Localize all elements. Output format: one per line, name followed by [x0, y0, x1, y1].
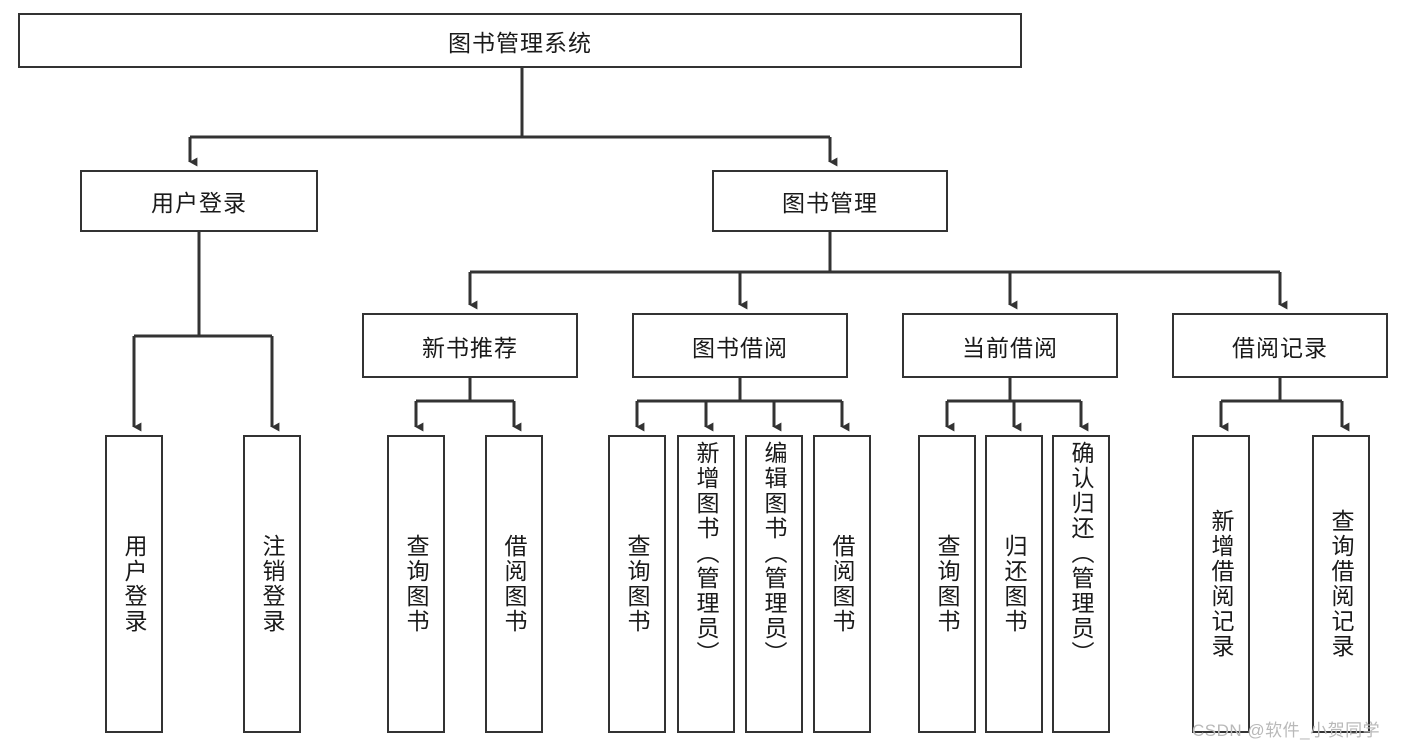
node-user-login[interactable]: 用户登录 [80, 170, 318, 232]
leaf-new-book-query-book[interactable]: 查询图书 [387, 435, 445, 733]
leaf-borrow-record-query-record[interactable]: 查询借阅记录 [1312, 435, 1370, 733]
leaf-user-login-login[interactable]: 用户登录 [105, 435, 163, 733]
node-label: 图书借阅 [692, 334, 788, 361]
node-label: 借阅图书 [501, 534, 527, 634]
node-label: 借阅记录 [1232, 334, 1328, 361]
leaf-current-borrow-return-book[interactable]: 归还图书 [985, 435, 1043, 733]
node-root-book-management-system[interactable]: 图书管理系统 [18, 13, 1022, 68]
node-label: 新书推荐 [422, 334, 518, 361]
node-label: 图书管理 [782, 190, 878, 216]
node-label: 查询借阅记录 [1328, 509, 1354, 659]
node-new-book-recommend[interactable]: 新书推荐 [362, 313, 578, 378]
node-label: 确认归还（管理员） [1068, 441, 1094, 666]
node-label: 编辑图书（管理员） [761, 441, 787, 666]
node-label: 查询图书 [624, 534, 650, 634]
node-label: 查询图书 [934, 534, 960, 634]
leaf-book-borrow-edit-book-admin[interactable]: 编辑图书（管理员） [745, 435, 803, 733]
node-label: 查询图书 [403, 534, 429, 634]
node-label: 借阅图书 [829, 534, 855, 634]
node-label: 用户登录 [151, 190, 247, 216]
node-label: 新增借阅记录 [1208, 509, 1234, 659]
node-label: 归还图书 [1001, 534, 1027, 634]
node-book-borrow[interactable]: 图书借阅 [632, 313, 848, 378]
node-current-borrow[interactable]: 当前借阅 [902, 313, 1118, 378]
leaf-current-borrow-confirm-return-admin[interactable]: 确认归还（管理员） [1052, 435, 1110, 733]
leaf-book-borrow-add-book-admin[interactable]: 新增图书（管理员） [677, 435, 735, 733]
node-book-management[interactable]: 图书管理 [712, 170, 948, 232]
leaf-book-borrow-borrow-book[interactable]: 借阅图书 [813, 435, 871, 733]
leaf-current-borrow-query-book[interactable]: 查询图书 [918, 435, 976, 733]
leaf-new-book-borrow-book[interactable]: 借阅图书 [485, 435, 543, 733]
node-label: 当前借阅 [962, 334, 1058, 361]
leaf-book-borrow-query-book[interactable]: 查询图书 [608, 435, 666, 733]
leaf-user-login-logout[interactable]: 注销登录 [243, 435, 301, 733]
leaf-borrow-record-add-record[interactable]: 新增借阅记录 [1192, 435, 1250, 733]
node-label: 注销登录 [259, 534, 285, 634]
csdn-watermark: CSDN @软件_小贺同学 [1192, 721, 1381, 740]
node-borrow-record[interactable]: 借阅记录 [1172, 313, 1388, 378]
node-label: 图书管理系统 [448, 29, 592, 56]
node-label: 新增图书（管理员） [693, 441, 719, 666]
node-label: 用户登录 [121, 534, 147, 634]
